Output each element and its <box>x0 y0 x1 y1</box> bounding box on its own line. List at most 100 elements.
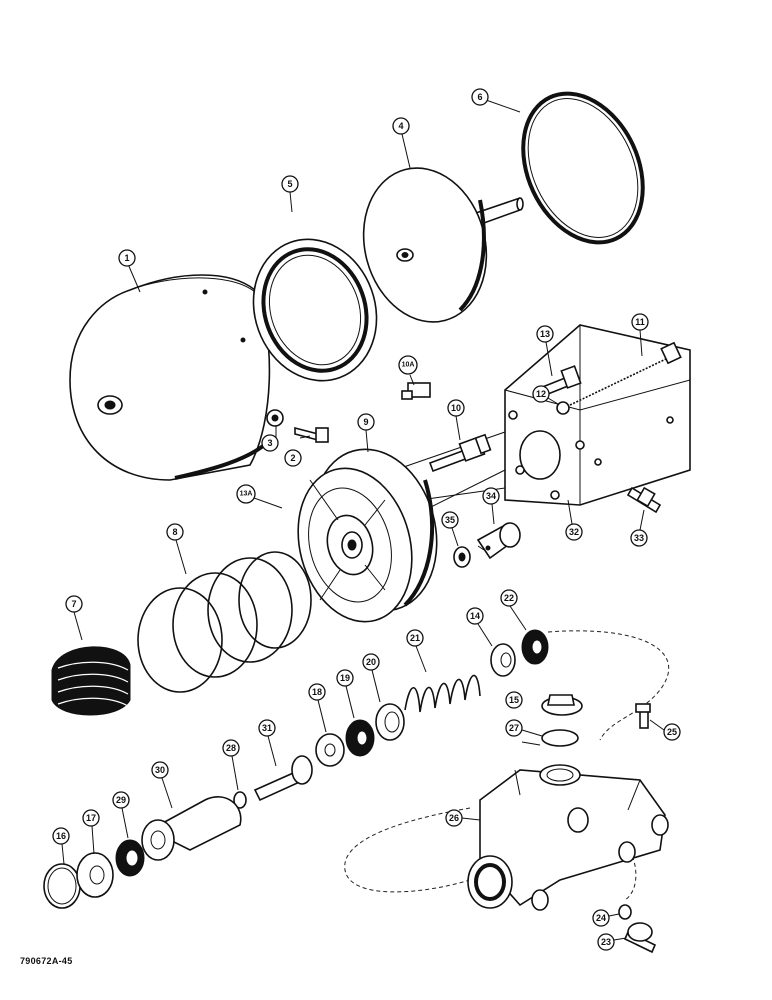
callout-7: 7 <box>65 595 83 613</box>
callout-27: 27 <box>505 719 523 737</box>
part-5-seal-ring <box>252 238 378 382</box>
part-3-lock-washer <box>266 409 284 427</box>
svg-text:22: 22 <box>504 593 514 603</box>
part-19-seal <box>345 719 375 757</box>
part-26-master-cylinder-body <box>467 764 669 911</box>
callout-23: 23 <box>597 933 615 951</box>
callout-6: 6 <box>471 88 489 106</box>
svg-text:20: 20 <box>366 657 376 667</box>
callout-20: 20 <box>362 653 380 671</box>
callout-28: 28 <box>222 739 240 757</box>
part-34-fitting <box>476 522 521 560</box>
callout-26: 26 <box>445 809 463 827</box>
part-14-cup <box>490 643 516 677</box>
svg-text:4: 4 <box>398 121 403 131</box>
callout-1: 1 <box>118 249 136 267</box>
callout-12: 12 <box>532 385 550 403</box>
svg-text:24: 24 <box>596 913 606 923</box>
part-11-adjusting-bolt <box>569 341 682 406</box>
svg-text:21: 21 <box>410 633 420 643</box>
callout-14: 14 <box>466 607 484 625</box>
part-21-piston-spring <box>404 674 481 713</box>
svg-text:9: 9 <box>363 417 368 427</box>
part-20-retainer <box>375 703 405 741</box>
callout-34: 34 <box>482 487 500 505</box>
part-7-rubber-boot <box>51 646 131 716</box>
svg-text:28: 28 <box>226 743 236 753</box>
callout-16: 16 <box>52 827 70 845</box>
part-33-stud <box>626 486 662 514</box>
callout-15: 15 <box>505 691 523 709</box>
svg-text:11: 11 <box>635 317 645 327</box>
part-10-check-valve <box>428 433 492 473</box>
part-25-bleeder-screw <box>635 703 651 729</box>
svg-text:26: 26 <box>449 813 459 823</box>
svg-text:33: 33 <box>634 533 644 543</box>
figure-reference-code: 790672A-45 <box>20 956 73 966</box>
part-30-piston <box>141 796 242 861</box>
svg-text:15: 15 <box>509 695 519 705</box>
callout-9: 9 <box>357 413 375 431</box>
svg-text:34: 34 <box>486 491 496 501</box>
part-22-seal <box>521 629 549 665</box>
part-35-washer <box>453 546 471 568</box>
callout-2: 2 <box>284 449 302 467</box>
svg-text:19: 19 <box>340 673 350 683</box>
callout-10a: 10A <box>398 355 418 375</box>
svg-text:30: 30 <box>155 765 165 775</box>
callout-35: 35 <box>441 511 459 529</box>
callout-17: 17 <box>82 809 100 827</box>
svg-text:16: 16 <box>56 831 66 841</box>
callout-5: 5 <box>281 175 299 193</box>
svg-text:23: 23 <box>601 937 611 947</box>
svg-text:17: 17 <box>86 813 96 823</box>
svg-text:13: 13 <box>540 329 550 339</box>
callout-4: 4 <box>392 117 410 135</box>
part-28-o-ring <box>233 791 247 809</box>
callout-leaders <box>61 99 665 941</box>
callout-21: 21 <box>406 629 424 647</box>
part-6-gasket-ring <box>521 91 645 245</box>
callout-33: 33 <box>630 529 648 547</box>
part-24-washer <box>618 904 632 920</box>
callout-24: 24 <box>592 909 610 927</box>
callout-31: 31 <box>258 719 276 737</box>
part-12-nut <box>556 401 570 415</box>
svg-text:27: 27 <box>509 723 519 733</box>
callout-18: 18 <box>308 683 326 701</box>
part-31-piston-rod <box>253 755 313 802</box>
svg-text:29: 29 <box>116 795 126 805</box>
svg-text:10A: 10A <box>402 362 415 369</box>
svg-text:12: 12 <box>536 389 546 399</box>
callout-13a: 13A <box>236 484 256 504</box>
part-18-washer <box>315 733 345 767</box>
part-9-front-housing <box>297 448 438 623</box>
part-15-filler-cap <box>541 694 583 716</box>
part-13-bolt <box>533 365 582 400</box>
svg-text:18: 18 <box>312 687 322 697</box>
part-1-housing-shell <box>69 274 272 481</box>
part-16-snap-ring <box>43 863 81 909</box>
svg-text:25: 25 <box>667 727 677 737</box>
svg-text:14: 14 <box>470 611 480 621</box>
part-2-bolt <box>294 426 329 443</box>
svg-text:35: 35 <box>445 515 455 525</box>
svg-text:3: 3 <box>267 438 272 448</box>
callout-8: 8 <box>166 523 184 541</box>
callout-11: 11 <box>631 313 649 331</box>
svg-text:13A: 13A <box>240 491 253 498</box>
callout-22: 22 <box>500 589 518 607</box>
svg-text:8: 8 <box>172 527 177 537</box>
svg-text:31: 31 <box>262 723 272 733</box>
callout-30: 30 <box>151 761 169 779</box>
callout-3: 3 <box>261 434 279 452</box>
callout-32: 32 <box>565 523 583 541</box>
svg-text:1: 1 <box>124 253 129 263</box>
part-23-bolt <box>623 922 657 954</box>
svg-text:7: 7 <box>71 599 76 609</box>
part-10a-plug <box>401 382 431 400</box>
svg-text:10: 10 <box>451 403 461 413</box>
callout-13: 13 <box>536 325 554 343</box>
svg-text:5: 5 <box>287 179 292 189</box>
